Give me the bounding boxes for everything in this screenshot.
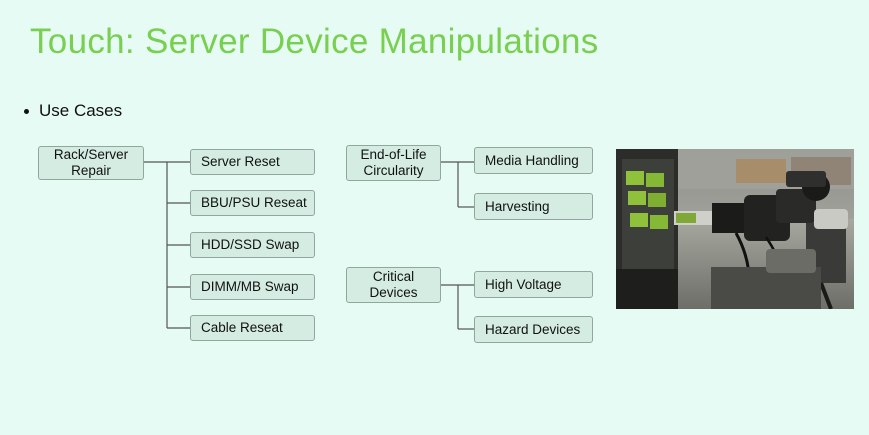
slide-title: Touch: Server Device Manipulations: [30, 22, 599, 61]
node-harvesting: Harvesting: [474, 193, 593, 220]
node-hdd-ssd-swap: HDD/SSD Swap: [190, 232, 315, 258]
node-end-of-life-circularity: End-of-Life Circularity: [346, 145, 441, 181]
node-server-reset: Server Reset: [190, 149, 315, 175]
use-cases-bullet: Use Cases: [24, 101, 122, 121]
node-hazard-devices: Hazard Devices: [474, 316, 593, 343]
node-critical-devices: Critical Devices: [346, 267, 441, 303]
use-cases-label: Use Cases: [39, 101, 123, 120]
node-media-handling: Media Handling: [474, 147, 593, 174]
node-dimm-mb-swap: DIMM/MB Swap: [190, 274, 315, 300]
bullet-dot-icon: [24, 108, 29, 114]
robot-arm-photo: [616, 149, 854, 309]
node-bbu-psu-reseat: BBU/PSU Reseat: [190, 190, 315, 216]
node-high-voltage: High Voltage: [474, 271, 593, 298]
node-rack-server-repair: Rack/Server Repair: [38, 146, 144, 180]
node-cable-reseat: Cable Reseat: [190, 315, 315, 341]
